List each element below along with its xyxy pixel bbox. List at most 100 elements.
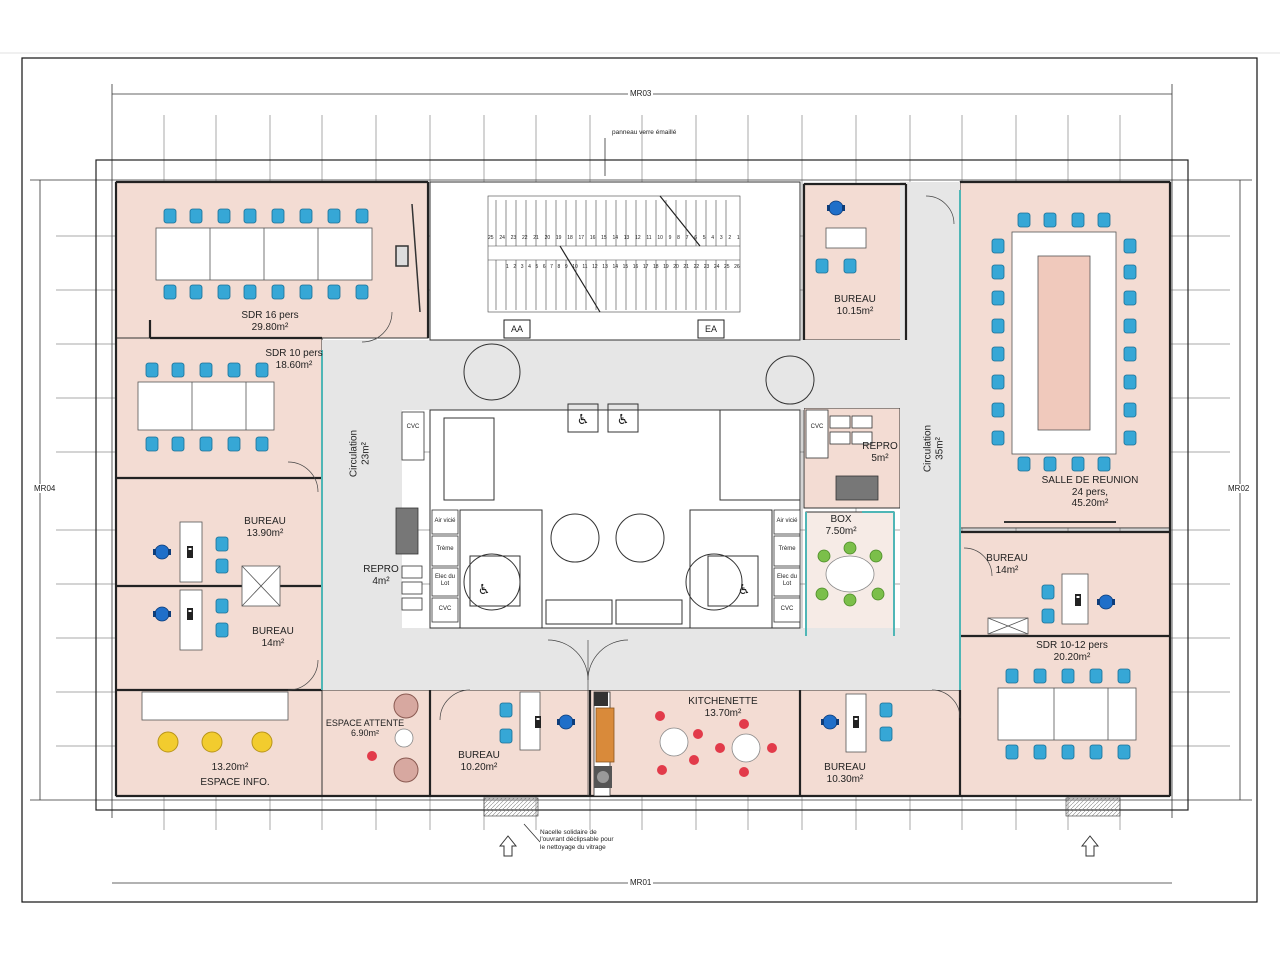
kitchen-counter [593, 691, 615, 797]
kitchen-stools [655, 711, 777, 777]
room-area: 5m² [871, 452, 889, 464]
step-number: 2 [728, 235, 732, 241]
accessible-wc-icon: ♿ ♿ ♿ ♿ [478, 412, 751, 598]
room-circulation-right: Circulation 35m² [923, 414, 946, 484]
step-number: 6 [694, 235, 698, 241]
kitchen-tables [659, 727, 761, 763]
note-line: le nettoyage du vitrage [540, 843, 606, 851]
step-number: 2 [513, 264, 517, 270]
room-salle-reunion: SALLE DE REUNION 24 pers, 45.20m² [1028, 475, 1152, 510]
svg-text:♿: ♿ [617, 412, 630, 428]
room-kitchenette: KITCHENETTE 13.70m² [680, 696, 766, 719]
room-name: BUREAU [834, 294, 876, 305]
room-name: SDR 16 pers [241, 310, 299, 321]
svg-text:♿: ♿ [577, 412, 590, 428]
room-area: 6.90m² [350, 728, 379, 739]
room-sdr10: SDR 10 pers 18.60m² [254, 348, 334, 371]
room-name: BOX [830, 514, 852, 525]
sdr16-table [155, 227, 373, 281]
step-number: 13 [602, 264, 608, 270]
step-number: 17 [578, 235, 585, 241]
stair-box-left: AA [510, 324, 523, 334]
technical-shafts [401, 409, 829, 623]
svg-text:♿: ♿ [478, 582, 491, 598]
step-number: 13 [623, 235, 630, 241]
shaft-label-cvc-left: CVC [406, 424, 420, 430]
copier-icon [395, 415, 879, 611]
room-area: 10.15m² [836, 305, 874, 317]
room-name: Circulation [922, 424, 934, 473]
step-number: 19 [555, 235, 562, 241]
step-number: 6 [542, 264, 546, 270]
shaft-label-air-left: Air vicié [434, 518, 456, 524]
window-nacelles [483, 797, 1121, 817]
step-number: 10 [572, 264, 578, 270]
sdr10-table [137, 381, 275, 431]
room-area: 13.90m² [246, 527, 284, 539]
step-number: 11 [582, 264, 588, 270]
room-circulation-left: Circulation 23m² [349, 419, 372, 489]
box-chairs [815, 541, 885, 607]
desk-icon [141, 227, 1089, 753]
room-area: 13.70m² [704, 707, 742, 719]
step-number: 4 [711, 235, 715, 241]
turning-circles [463, 343, 815, 611]
axis-label-top: MR03 [628, 89, 654, 98]
room-espace-info-area: 13.20m² [211, 762, 249, 773]
axis-label-bottom: MR01 [628, 878, 654, 887]
room-area: 35m² [934, 437, 945, 460]
step-number: 21 [683, 264, 689, 270]
glass-walls [321, 190, 961, 690]
step-number: 14 [612, 235, 618, 241]
room-area: 14m² [261, 637, 285, 649]
step-number: 1 [736, 235, 740, 241]
room-area: 14m² [995, 564, 1019, 576]
note-line: l'ouvrant déclipsable pour [540, 836, 614, 844]
room-name: KITCHENETTE [688, 696, 758, 707]
axis-label-right: MR02 [1226, 484, 1252, 493]
note-line: Nacelle solidaire de [540, 829, 597, 836]
step-number: 18 [653, 264, 659, 270]
step-number: 22 [521, 235, 528, 241]
svg-text:♿: ♿ [738, 582, 751, 598]
step-number: 9 [668, 235, 672, 241]
sdr10-12-table [997, 687, 1137, 741]
step-number: 21 [533, 235, 539, 241]
room-name: BUREAU [244, 516, 286, 527]
room-name: BUREAU [458, 750, 500, 761]
step-number: 15 [622, 264, 629, 270]
room-capacity: 24 pers, [1071, 486, 1109, 498]
shaft-label-cvc-left-low: CVC [438, 606, 452, 612]
room-name: REPRO [363, 564, 399, 575]
room-box: BOX 7.50m² [816, 514, 866, 537]
room-name: BUREAU [824, 762, 866, 773]
room-area: 10.20m² [460, 761, 498, 773]
room-bureau-10-15: BUREAU 10.15m² [822, 294, 888, 317]
step-number: 3 [719, 235, 723, 241]
room-repro-right: REPRO 5m² [854, 441, 906, 464]
room-bureau-10-30: BUREAU 10.30m² [810, 762, 880, 785]
room-bureau-13-90: BUREAU 13.90m² [230, 516, 300, 539]
room-sdr10-12: SDR 10-12 pers 20.20m² [1022, 640, 1122, 663]
step-number: 8 [677, 235, 680, 241]
step-number: 24 [713, 264, 720, 270]
room-name: BUREAU [252, 626, 294, 637]
step-number: 4 [528, 264, 531, 270]
step-number: 14 [612, 264, 618, 270]
shaft-label-cvc-right: CVC [810, 424, 824, 430]
circulation-areas [322, 182, 960, 690]
espace-info-stools [157, 731, 273, 753]
step-number: 20 [673, 264, 679, 270]
step-number: 1 [506, 264, 509, 270]
glass-panel-note: panneau verre émaillé [612, 129, 677, 136]
room-area: 4m² [372, 575, 390, 587]
room-name: SDR 10 pers [265, 348, 323, 359]
room-area: 18.60m² [275, 359, 313, 371]
stair-icon [487, 195, 741, 339]
step-number: 18 [567, 235, 573, 241]
wc-blocks [443, 403, 801, 629]
room-area: 29.80m² [251, 321, 289, 333]
window-nacelle-note: Nacelle solidaire de l'ouvrant déclipsab… [540, 829, 614, 851]
step-number: 26 [734, 264, 740, 270]
